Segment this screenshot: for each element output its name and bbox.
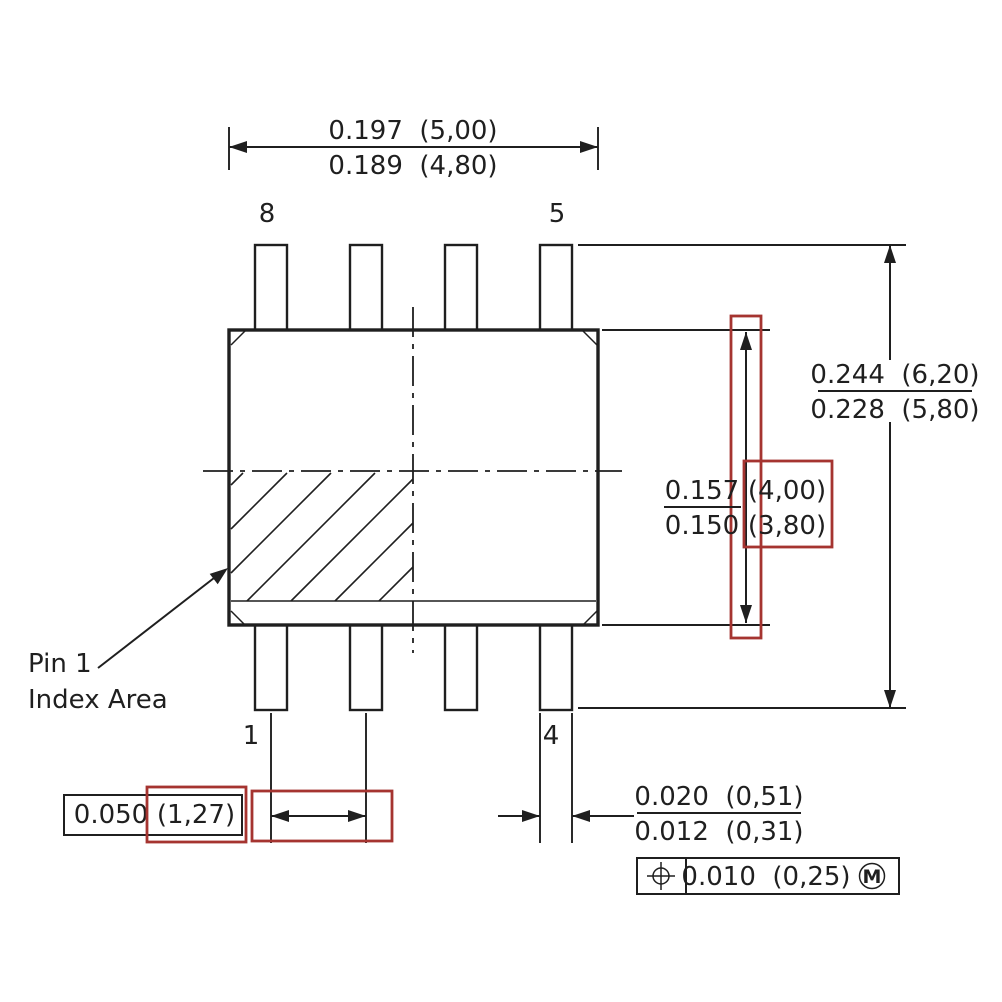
pin-6 [443,243,479,332]
pin-7 [348,243,384,332]
true-position-icon [647,862,675,890]
dim-pitch: 0.050 (1,27) [63,713,394,844]
dim-body-width-secondary: 0.150 [665,511,739,541]
body-chamfer-bottom-left [230,610,246,626]
arrowhead-up [884,245,896,263]
hatch-line [334,522,414,602]
dim-body-width-secondary-paren: (3,80) [748,511,826,541]
pin-1 [253,623,289,712]
dim-overall-secondary: 0.228 (5,80) [810,395,979,425]
pin1-index-hatch [230,472,414,602]
dim-top-length: 0.197 (5,00) 0.189 (4,80) [228,116,599,181]
dim-overall-primary: 0.244 (6,20) [810,360,979,390]
dim-body-width: 0.157 (4,00) 0.150 (3,80) [602,314,834,640]
mmc-circle [858,862,886,890]
tolerance-value: 0.010 (0,25) [681,862,850,892]
dim-pitch-value: 0.050 [74,800,148,830]
pin1-label-line2: Index Area [28,685,168,715]
dim-body-width-primary-paren: (4,00) [748,476,826,506]
pin-label-8: 8 [259,199,276,229]
pin1-leader-arrowhead [209,568,228,585]
pin-2 [348,623,384,712]
arrowhead-down [740,605,752,623]
pin1-index-callout: Pin 1 Index Area [28,568,228,715]
arrowhead-left [271,810,289,822]
arrowhead-up [740,332,752,350]
highlight-box-paren [742,459,834,549]
highlight-box-pitch-arrow [250,789,394,843]
arrowhead-right-pointing [522,810,540,822]
dim-body-width-primary: 0.157 [665,476,739,506]
mmc-modifier-icon: M [858,862,886,890]
dim-overall-width: 0.244 (6,20) 0.228 (5,80) [578,244,980,709]
pin-3 [443,623,479,712]
body-chamfer-bottom-right [582,610,598,626]
pin-label-1: 1 [243,721,260,751]
dim-lead-width-primary: 0.020 (0,51) [634,782,803,812]
pin1-leader-line [97,577,215,669]
pitch-value-box [63,794,243,836]
dim-top-primary: 0.197 (5,00) [328,116,497,146]
hatch-line [378,566,414,602]
arrowhead-right [580,141,598,153]
pin1-label-line1: Pin 1 [28,649,92,679]
hatch-line [230,472,332,574]
dim-lead-width-secondary: 0.012 (0,31) [634,817,803,847]
pin-label-4: 4 [543,721,560,751]
arrowhead-down [884,690,896,708]
pin-label-5: 5 [549,199,566,229]
feature-control-frame: 0.010 (0,25) M [636,857,900,895]
highlight-box-pitch-paren [145,785,248,844]
dim-pitch-paren: (1,27) [157,800,235,830]
mmc-letter: M [863,866,882,888]
hatch-line [290,478,414,602]
body-chamfer-top-left [230,330,246,346]
arrowhead-right [348,810,366,822]
pin-4 [538,623,574,712]
frame-outline [636,857,900,895]
hatch-line [230,472,288,530]
body-chamfer-top-right [582,330,598,346]
hatch-line [246,472,376,602]
pin-5 [538,243,574,332]
dim-top-secondary: 0.189 (4,80) [328,151,497,181]
package-pins [253,243,574,712]
highlight-box-arrow [729,314,763,640]
pin-8 [253,243,289,332]
hatch-line [230,472,244,486]
dim-lead-width: 0.020 (0,51) 0.012 (0,31) [498,713,804,847]
arrowhead-left [229,141,247,153]
